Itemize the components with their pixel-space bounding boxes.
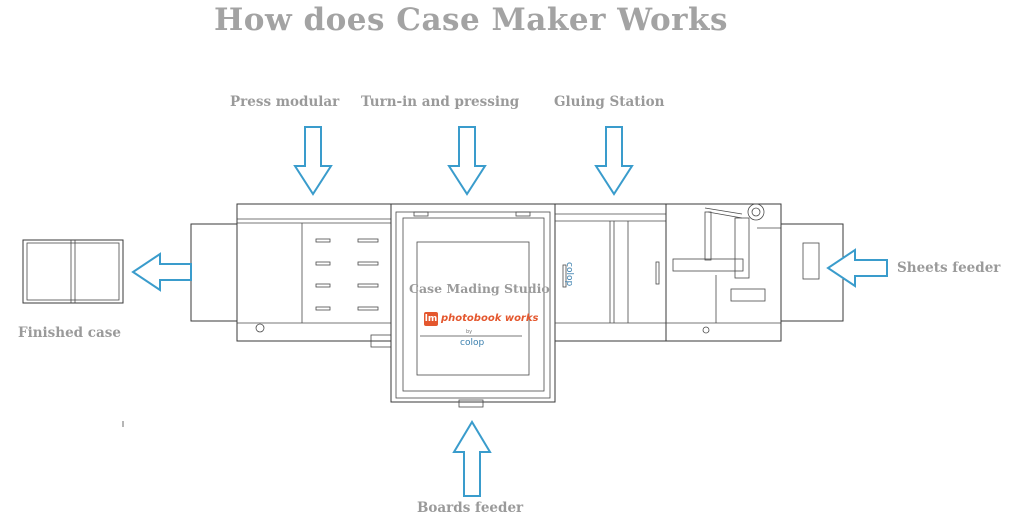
gluing-station-unit xyxy=(554,203,667,342)
sheets-feeder-unit xyxy=(665,203,782,342)
studio-label: Case Mading Studio xyxy=(409,281,550,296)
finished-arrow-icon xyxy=(131,252,192,292)
turn-in-arrow xyxy=(447,126,487,196)
finished-case-label: Finished case xyxy=(18,325,121,341)
sheets-tray xyxy=(780,223,844,322)
logo-text: photobook works xyxy=(441,313,539,324)
turn-in-label: Turn-in and pressing xyxy=(361,94,520,110)
gluing-station-label: Gluing Station xyxy=(554,94,665,110)
press-modular-arrow xyxy=(293,126,333,196)
page-title: How does Case Maker Works xyxy=(214,2,728,38)
logo-mark: lm xyxy=(424,312,438,326)
gluing-arrow xyxy=(594,126,634,196)
boards-arrow-icon xyxy=(452,420,492,497)
maker-logo-vertical: colop xyxy=(564,262,574,287)
press-modular-label: Press modular xyxy=(230,94,340,110)
boards-feeder-label: Boards feeder xyxy=(417,500,524,516)
sheets-arrow-icon xyxy=(826,248,888,288)
finished-case-drawing xyxy=(22,239,124,304)
output-chute xyxy=(190,223,238,322)
sheets-feeder-label: Sheets feeder xyxy=(897,260,1001,276)
logo-by: by xyxy=(466,329,473,335)
maker-logo: colop xyxy=(460,338,485,348)
turn-in-pressing-unit xyxy=(390,203,556,408)
press-modular-unit xyxy=(236,203,392,348)
